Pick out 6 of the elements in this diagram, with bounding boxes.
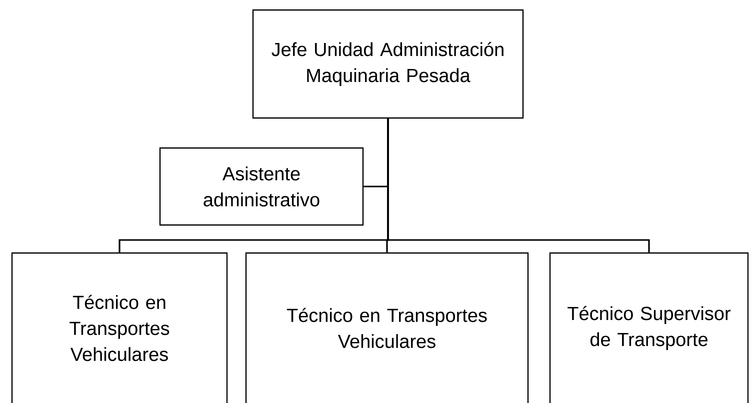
org-box: Jefe Unidad Administración Maquinaria Pesada [252, 9, 524, 119]
connector-line [387, 118, 650, 252]
org-box: Técnico en Transportes Vehiculares [11, 252, 228, 403]
org-box: Técnico en Transportes Vehiculares [245, 252, 529, 403]
org-box: Técnico Supervisor de Transporte [549, 252, 749, 403]
org-box: Asistente administrativo [159, 147, 364, 226]
